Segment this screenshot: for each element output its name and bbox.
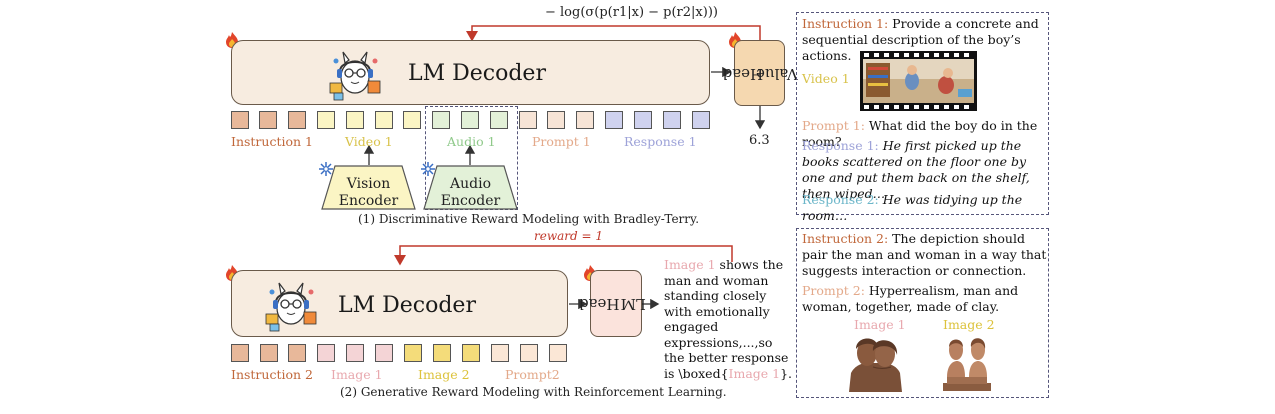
token-video (403, 111, 421, 129)
snowflake-icon (319, 162, 333, 176)
token-image1 (317, 344, 335, 362)
token-audio (432, 111, 450, 129)
token-prompt (520, 344, 538, 362)
clay-couple-image-1 (845, 333, 905, 392)
token-response (663, 111, 681, 129)
response-1-text: Response 1: He first picked up the books… (802, 138, 1030, 201)
lm-decoder-bottom: LM Decoder (231, 270, 568, 337)
token-response (692, 111, 710, 129)
token-image1 (346, 344, 364, 362)
instruction-1-text: Instruction 1: Provide a concrete and se… (802, 16, 1039, 63)
label-response-1: Response 1 (624, 134, 697, 149)
image-1-label: Image 1 (854, 317, 906, 332)
example-panel-bottom (796, 228, 1049, 398)
snowflake-icon (421, 162, 435, 176)
caption-bottom: (2) Generative Reward Modeling with Rein… (340, 385, 727, 399)
label-video-1: Video 1 (345, 134, 393, 149)
label-instruction-1: Instruction 1 (231, 134, 313, 149)
caption-top: (1) Discriminative Reward Modeling with … (358, 212, 700, 226)
label-instruction-2: Instruction 2 (231, 367, 313, 382)
token-instruction (259, 111, 277, 129)
token-instruction (288, 344, 306, 362)
image-2-label: Image 2 (943, 317, 995, 332)
video-1-label: Video 1 (802, 71, 850, 86)
token-video (375, 111, 393, 129)
token-response (605, 111, 623, 129)
token-video (346, 111, 364, 129)
token-image2 (433, 344, 451, 362)
response-2-text: Response 2: He was tidying up the room… (802, 192, 1023, 223)
lm-decoder-top: LM Decoder (231, 40, 710, 105)
instruction-2-text: Instruction 2: The depiction should pair… (802, 231, 1047, 278)
llama-mascot-icon (329, 51, 381, 101)
label-image-2: Image 2 (418, 367, 470, 382)
generated-output-text: Image 1 shows the man and woman standing… (664, 257, 793, 381)
token-image1 (375, 344, 393, 362)
token-instruction (231, 111, 249, 129)
token-audio (490, 111, 508, 129)
clay-couple-image-2 (937, 333, 997, 392)
reward-feedback-arrow (394, 245, 733, 266)
score-value: 6.3 (749, 133, 770, 148)
label-prompt-1: Prompt 1 (532, 134, 591, 149)
label-audio-1: Audio 1 (447, 134, 496, 149)
token-instruction (260, 344, 278, 362)
loss-formula: − log(σ(p(r1|x) − p(r2|x))) (545, 5, 718, 20)
token-image2 (462, 344, 480, 362)
token-prompt (491, 344, 509, 362)
label-image-1: Image 1 (331, 367, 383, 382)
token-instruction (231, 344, 249, 362)
token-image2 (404, 344, 422, 362)
token-prompt (549, 344, 567, 362)
audio-encoder (423, 165, 518, 210)
token-prompt (576, 111, 594, 129)
token-video (317, 111, 335, 129)
token-prompt (519, 111, 537, 129)
llama-mascot-icon (265, 282, 317, 332)
reward-label: reward = 1 (534, 229, 603, 243)
decoder-label: LM Decoder (338, 293, 476, 318)
prompt-1-text: Prompt 1: What did the boy do in the roo… (802, 118, 1038, 149)
video-filmstrip-thumbnail (860, 51, 977, 111)
prompt-2-text: Prompt 2: Hyperrealism, man and woman, t… (802, 283, 1019, 314)
token-instruction (288, 111, 306, 129)
token-response (634, 111, 652, 129)
token-audio (461, 111, 479, 129)
vision-encoder (321, 165, 416, 210)
label-prompt-2: Prompt2 (505, 367, 560, 382)
example-panel-top (796, 12, 1049, 215)
token-prompt (547, 111, 565, 129)
decoder-label: LM Decoder (408, 61, 546, 86)
